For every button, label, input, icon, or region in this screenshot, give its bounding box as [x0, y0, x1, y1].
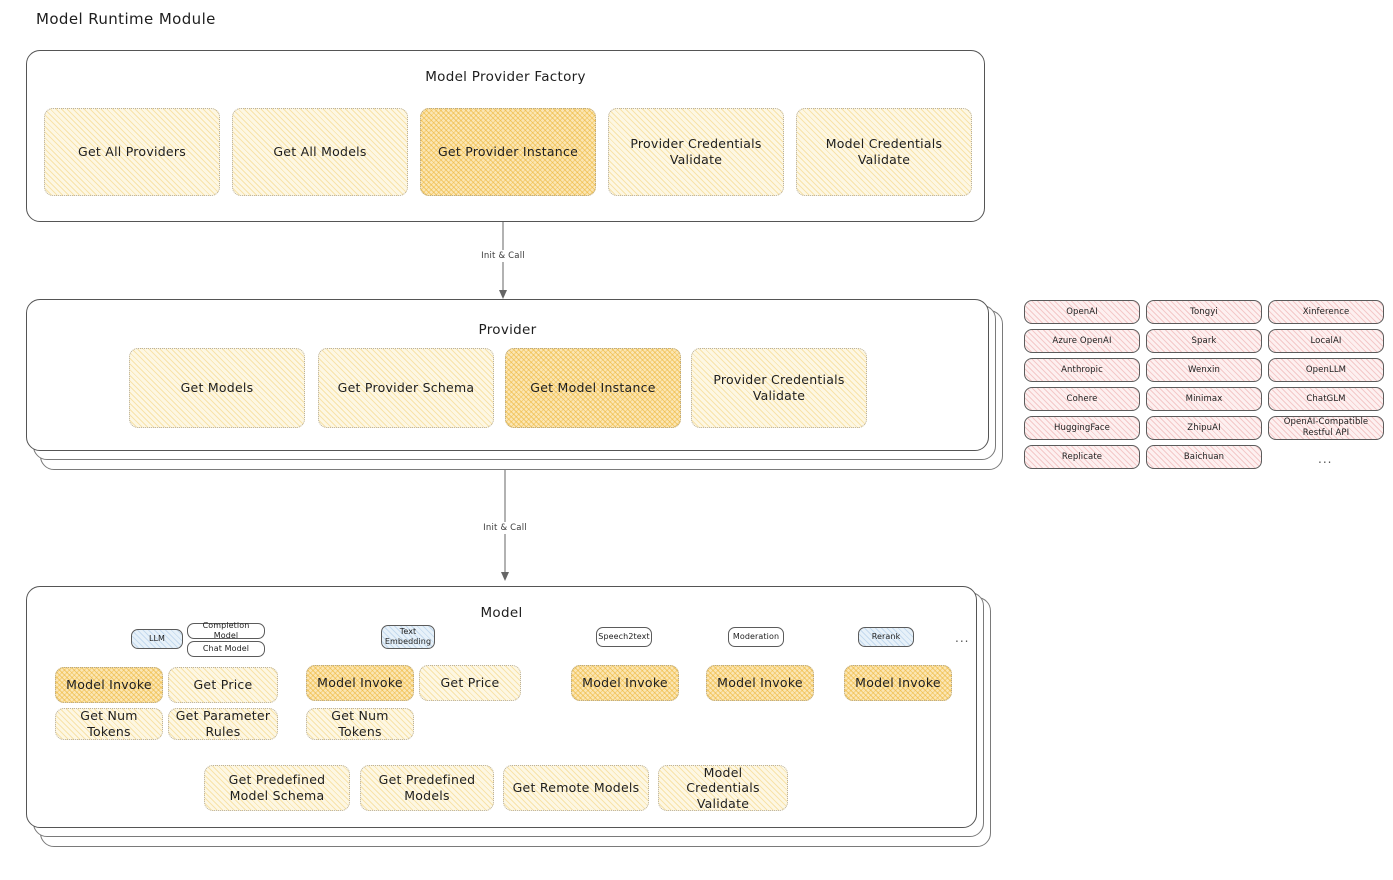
provider-method-provider-credentials-validate[interactable]: Provider Credentials Validate: [691, 348, 867, 428]
model-type-sub-badge-chat-model[interactable]: Chat Model: [187, 641, 265, 657]
llm-method-get-num-tokens[interactable]: Get Num Tokens: [55, 708, 163, 740]
provider-chip-zhipuai[interactable]: ZhipuAI: [1146, 416, 1262, 440]
text-embedding-method-model-invoke[interactable]: Model Invoke: [306, 665, 414, 701]
factory-method-get-all-models[interactable]: Get All Models: [232, 108, 408, 196]
connector-factory-to-provider-label: Init & Call: [478, 250, 528, 262]
provider-chip-minimax[interactable]: Minimax: [1146, 387, 1262, 411]
provider-chip-wenxin[interactable]: Wenxin: [1146, 358, 1262, 382]
model-common-method-get-remote-models[interactable]: Get Remote Models: [503, 765, 649, 811]
model-common-method-model-credentials-validate[interactable]: Model Credentials Validate: [658, 765, 788, 811]
provider-chip-xinference[interactable]: Xinference: [1268, 300, 1384, 324]
model-common-method-get-predefined-models[interactable]: Get Predefined Models: [360, 765, 494, 811]
provider-chip-openai-compatible-restful-api[interactable]: OpenAI-Compatible Restful API: [1268, 416, 1384, 440]
provider-chip-azure-openai[interactable]: Azure OpenAI: [1024, 329, 1140, 353]
factory-method-model-credentials-validate[interactable]: Model Credentials Validate: [796, 108, 972, 196]
model-type-badge-text-embedding[interactable]: Text Embedding: [381, 625, 435, 649]
provider-chip-openai[interactable]: OpenAI: [1024, 300, 1140, 324]
provider-list: OpenAI Azure OpenAI Anthropic Cohere Hug…: [1024, 300, 1384, 480]
connector-provider-to-model-label: Init & Call: [480, 522, 530, 534]
model-card: Model LLM Completion Model Chat Model Mo…: [26, 586, 977, 828]
provider-title: Provider: [478, 322, 537, 338]
text-embedding-method-get-price[interactable]: Get Price: [419, 665, 521, 701]
moderation-method-model-invoke[interactable]: Model Invoke: [706, 665, 814, 701]
connector-provider-to-model: Init & Call: [462, 470, 548, 581]
provider-method-get-provider-schema[interactable]: Get Provider Schema: [318, 348, 494, 428]
factory-method-get-all-providers[interactable]: Get All Providers: [44, 108, 220, 196]
provider-card: Provider Get Models Get Provider Schema …: [26, 299, 989, 451]
provider-method-get-model-instance[interactable]: Get Model Instance: [505, 348, 681, 428]
llm-method-get-parameter-rules[interactable]: Get Parameter Rules: [168, 708, 278, 740]
provider-chip-localai[interactable]: LocalAI: [1268, 329, 1384, 353]
provider-chip-spark[interactable]: Spark: [1146, 329, 1262, 353]
text-embedding-method-get-num-tokens[interactable]: Get Num Tokens: [306, 708, 414, 740]
model-title: Model: [480, 605, 523, 621]
model-provider-factory-title: Model Provider Factory: [425, 69, 586, 85]
provider-method-get-models[interactable]: Get Models: [129, 348, 305, 428]
provider-chip-anthropic[interactable]: Anthropic: [1024, 358, 1140, 382]
connector-factory-to-provider: Init & Call: [460, 222, 546, 299]
model-type-badge-llm[interactable]: LLM: [131, 629, 183, 649]
model-type-badge-speech2text[interactable]: Speech2text: [596, 627, 652, 647]
provider-chip-chatglm[interactable]: ChatGLM: [1268, 387, 1384, 411]
model-type-badge-rerank[interactable]: Rerank: [858, 627, 914, 647]
model-type-sub-badge-completion-model[interactable]: Completion Model: [187, 621, 265, 640]
model-types-more: ...: [955, 631, 970, 645]
provider-chip-cohere[interactable]: Cohere: [1024, 387, 1140, 411]
model-provider-factory-card: Model Provider Factory Get All Providers…: [26, 50, 985, 222]
model-type-badge-moderation[interactable]: Moderation: [728, 627, 784, 647]
factory-method-get-provider-instance[interactable]: Get Provider Instance: [420, 108, 596, 196]
provider-chip-replicate[interactable]: Replicate: [1024, 445, 1140, 469]
llm-method-model-invoke[interactable]: Model Invoke: [55, 667, 163, 703]
page-title: Model Runtime Module: [36, 10, 216, 28]
provider-chip-tongyi[interactable]: Tongyi: [1146, 300, 1262, 324]
llm-method-get-price[interactable]: Get Price: [168, 667, 278, 703]
provider-chip-openllm[interactable]: OpenLLM: [1268, 358, 1384, 382]
speech2text-method-model-invoke[interactable]: Model Invoke: [571, 665, 679, 701]
provider-list-more: ...: [1318, 452, 1333, 466]
provider-chip-baichuan[interactable]: Baichuan: [1146, 445, 1262, 469]
factory-method-provider-credentials-validate[interactable]: Provider Credentials Validate: [608, 108, 784, 196]
rerank-method-model-invoke[interactable]: Model Invoke: [844, 665, 952, 701]
model-common-method-get-predefined-model-schema[interactable]: Get Predefined Model Schema: [204, 765, 350, 811]
provider-chip-huggingface[interactable]: HuggingFace: [1024, 416, 1140, 440]
